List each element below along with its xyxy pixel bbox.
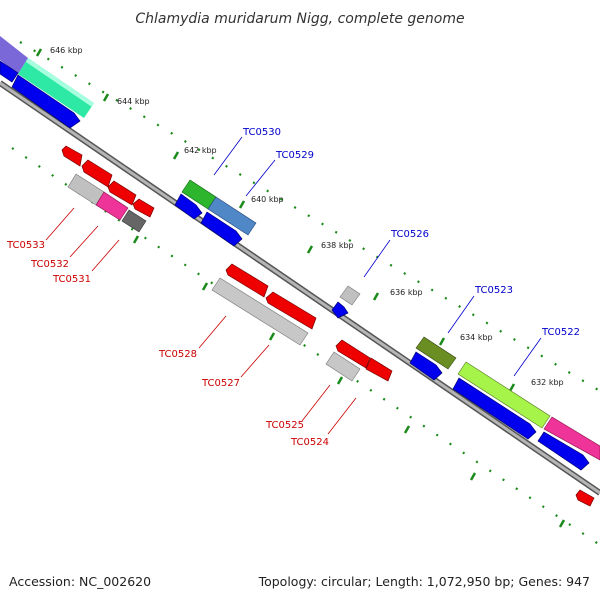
major-ticks-lower: [132, 235, 566, 528]
feature-band-teal-hilite: [26, 58, 94, 107]
feature-band-purple: [0, 36, 28, 74]
cds-red-4[interactable]: [132, 198, 155, 218]
scale-label-642: 642 kbp: [184, 146, 217, 155]
forward-cds-group: [0, 60, 590, 471]
reverse-cds-group: [61, 145, 595, 507]
gene-label-tc0529[interactable]: TC0529: [275, 150, 314, 161]
gene-label-tc0527[interactable]: TC0527: [201, 378, 240, 389]
callout-lines-reverse: [45, 207, 357, 435]
gene-label-tc0531[interactable]: TC0531: [52, 274, 91, 285]
feature-band-teal: [18, 58, 94, 118]
scale-label-640: 640 kbp: [251, 195, 284, 204]
cds-red-3[interactable]: [107, 180, 137, 206]
map-title: Chlamydia muridarum Nigg, complete genom…: [135, 11, 464, 27]
gene-label-tc0532[interactable]: TC0532: [30, 259, 69, 270]
cds-red-5[interactable]: [225, 263, 269, 298]
scale-label-644: 644 kbp: [117, 97, 150, 106]
gene-label-tc0524[interactable]: TC0524: [290, 437, 329, 448]
cds-blue-1[interactable]: [0, 60, 19, 83]
cds-red-6[interactable]: [265, 291, 317, 330]
feature-gray-small[interactable]: [339, 285, 361, 306]
feature-pink-left[interactable]: [95, 191, 129, 221]
gene-label-tc0530[interactable]: TC0530: [242, 127, 281, 138]
scale-track-upper: [19, 41, 600, 392]
gene-label-tc0523[interactable]: TC0523: [474, 285, 513, 296]
gene-label-tc0533[interactable]: TC0533: [6, 240, 45, 251]
feature-steelblue[interactable]: [207, 196, 257, 236]
scale-label-638: 638 kbp: [321, 241, 354, 250]
genome-summary-text: Topology: circular; Length: 1,072,950 bp…: [258, 574, 590, 589]
scale-label-636: 636 kbp: [390, 288, 423, 297]
scale-label-634: 634 kbp: [460, 333, 493, 342]
cds-blue-7[interactable]: [452, 377, 537, 440]
cds-blue-6[interactable]: [409, 351, 443, 381]
scale-label-646: 646 kbp: [50, 46, 83, 55]
cds-blue-2[interactable]: [11, 74, 81, 129]
cds-red-8[interactable]: [365, 357, 393, 382]
feature-gray-2[interactable]: [211, 277, 309, 346]
cds-blue-3[interactable]: [174, 193, 203, 220]
cds-red-7[interactable]: [335, 339, 371, 369]
accession-text: Accession: NC_002620: [9, 574, 151, 589]
genome-backbone: [0, 80, 600, 496]
gene-label-tc0522[interactable]: TC0522: [541, 327, 580, 338]
feature-pink-right[interactable]: [543, 416, 600, 461]
gene-label-tc0525[interactable]: TC0525: [265, 420, 304, 431]
feature-lime[interactable]: [457, 361, 551, 429]
scale-label-632: 632 kbp: [531, 378, 564, 387]
cds-red-1[interactable]: [61, 145, 83, 167]
callout-lines-forward: [213, 136, 542, 377]
gene-label-tc0526[interactable]: TC0526: [390, 229, 429, 240]
cds-red-2[interactable]: [81, 159, 113, 188]
feature-darkgray[interactable]: [121, 209, 147, 233]
cds-blue-8[interactable]: [537, 431, 590, 471]
cds-red-9[interactable]: [575, 489, 595, 507]
major-ticks: [35, 48, 516, 392]
feature-gray-3[interactable]: [325, 351, 361, 382]
gene-label-tc0528[interactable]: TC0528: [158, 349, 197, 360]
cds-blue-5[interactable]: [331, 301, 349, 319]
feature-olive[interactable]: [415, 336, 457, 370]
cds-blue-4[interactable]: [200, 211, 243, 247]
